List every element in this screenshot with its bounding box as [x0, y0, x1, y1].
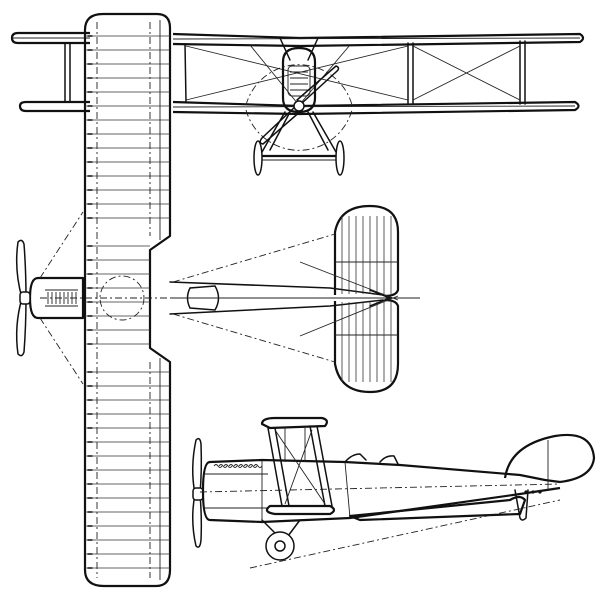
front-view	[10, 31, 585, 176]
engine-cylinder	[243, 464, 253, 468]
side-undercarriage	[261, 519, 301, 561]
side-view	[192, 416, 596, 569]
plan-bracing	[39, 211, 399, 385]
side-fuselage	[199, 453, 561, 524]
front-lower-wing	[18, 100, 580, 116]
engine-cylinder	[213, 464, 223, 468]
front-fuselage	[245, 37, 353, 151]
engine-cylinder	[223, 464, 233, 468]
front-upper-wing	[10, 31, 585, 48]
plan-view	[15, 12, 420, 588]
engine-cylinder	[248, 464, 258, 468]
side-propeller	[192, 437, 204, 548]
side-engine-cylinders	[213, 464, 263, 468]
plan-wing-ribs	[85, 35, 170, 569]
plan-fuselage	[40, 281, 420, 315]
plan-elevator-ribs-top	[341, 216, 392, 294]
plan-elevator-ribs-bottom	[341, 302, 392, 382]
engine-cylinder	[238, 464, 248, 468]
side-wings	[260, 416, 336, 516]
side-tail	[348, 433, 596, 522]
engine-cylinder	[253, 464, 263, 468]
plan-tailplane	[333, 204, 400, 394]
plan-upper-wing	[83, 12, 172, 588]
engine-cylinder	[233, 464, 243, 468]
engine-cylinder	[218, 464, 228, 468]
plan-propeller	[15, 239, 31, 357]
front-undercarriage	[253, 111, 345, 176]
front-interplane-struts	[64, 40, 526, 105]
engine-cylinder	[228, 464, 238, 468]
